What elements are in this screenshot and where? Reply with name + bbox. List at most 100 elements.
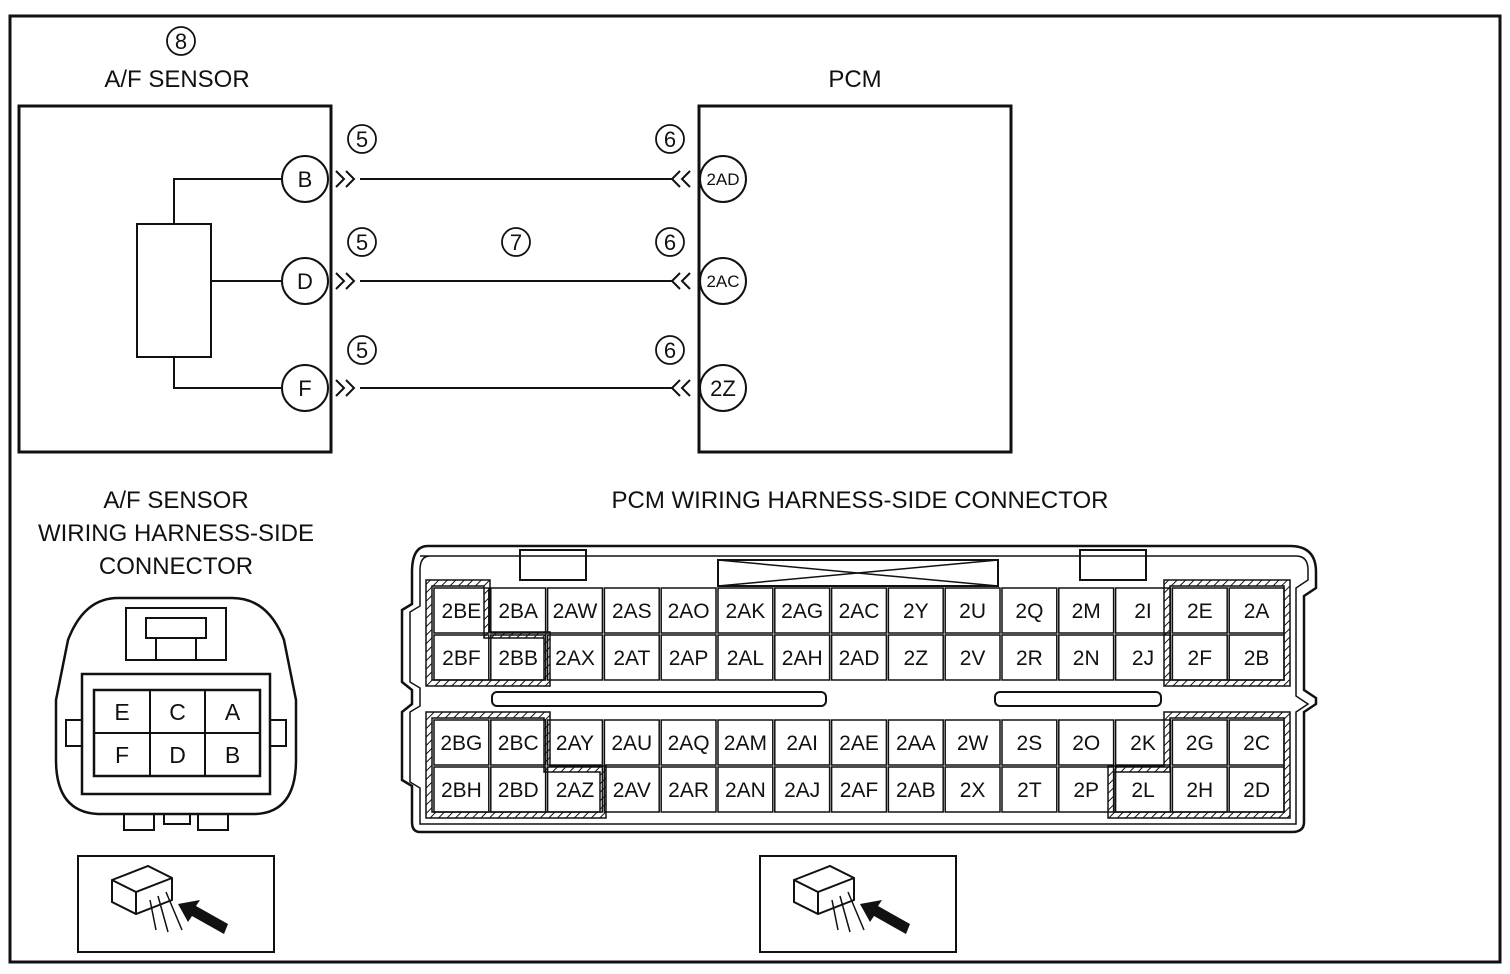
pcm-connector-pin-2ab: 2AB xyxy=(896,779,936,802)
af-connector-pin-a: A xyxy=(225,699,241,725)
af-connector-title-1: A/F SENSOR xyxy=(103,487,248,514)
pcm-connector-cell xyxy=(1001,766,1058,813)
pcm-connector-cell xyxy=(1228,766,1285,813)
pcm-connector-pin-2ag: 2AG xyxy=(781,600,823,623)
pcm-connector-cell xyxy=(887,766,944,813)
sensor-ref-circle xyxy=(166,26,196,56)
pcm-connector-cell xyxy=(1171,634,1228,681)
pcm-connector-cell xyxy=(1114,766,1172,813)
pcm-connector-pin-2bg: 2BG xyxy=(440,732,482,755)
pcm-connector-pin-2k: 2K xyxy=(1130,732,1156,755)
pcm-connector-cell xyxy=(660,766,717,813)
pcm-connector-pin-2j: 2J xyxy=(1132,647,1154,670)
pcm-connector-pin-2af: 2AF xyxy=(840,779,879,802)
pcm-connector-pin-2e: 2E xyxy=(1187,600,1213,623)
pcm-box xyxy=(697,104,1013,454)
pcm-connector-pin-2s: 2S xyxy=(1017,732,1043,755)
pcm-connector-pin-2i: 2I xyxy=(1134,600,1152,623)
pcm-connector-cell xyxy=(1058,766,1115,813)
connector-view-arrow-icon xyxy=(77,855,275,953)
sensor-ref-number: 8 xyxy=(175,29,187,54)
pcm-connector-pin-2z: 2Z xyxy=(904,647,929,670)
pcm-connector-cell xyxy=(944,587,1001,634)
pcm-connector-pin-2ah: 2AH xyxy=(782,647,823,670)
pcm-connector-cell xyxy=(1228,587,1285,634)
pcm-connector-pin-2u: 2U xyxy=(959,600,986,623)
pcm-connector-pin-2a: 2A xyxy=(1244,600,1270,623)
pcm-connector-cell xyxy=(774,766,831,813)
pcm-connector-cell xyxy=(1114,587,1172,634)
pcm-connector-cell xyxy=(433,766,490,813)
pcm-connector-pin-2av: 2AV xyxy=(613,779,651,802)
pcm-pin-2ad-label: 2AD xyxy=(706,170,739,189)
af-connector-pin-c: C xyxy=(169,699,186,725)
ref-pcm-connector-3: 6 xyxy=(664,338,676,363)
pcm-connector-pin-2d: 2D xyxy=(1243,779,1270,802)
pcm-connector-pin-2ae: 2AE xyxy=(839,732,879,755)
af-connector-pin-f: F xyxy=(115,742,129,768)
pcm-connector-cell xyxy=(546,587,604,634)
pcm-connector-pin-2l: 2L xyxy=(1131,779,1154,802)
sensor-pin-f-label: F xyxy=(298,376,311,401)
ref-harness: 7 xyxy=(510,230,522,255)
pcm-connector-pin-2at: 2AT xyxy=(613,647,650,670)
pcm-connector-pin-2ak: 2AK xyxy=(726,600,766,623)
pcm-connector-pin-2v: 2V xyxy=(960,647,986,670)
pcm-connector-cell xyxy=(1228,719,1285,766)
pcm-connector-pin-2m: 2M xyxy=(1072,600,1101,623)
pcm-connector-pin-2y: 2Y xyxy=(903,600,929,623)
pcm-connector-cell xyxy=(603,634,660,681)
wire-reference-numbers: 5 5 5 6 6 6 7 xyxy=(347,124,685,365)
pcm-connector-cell xyxy=(1001,719,1058,766)
pcm-connector-cell xyxy=(603,719,660,766)
pcm-connector-pin-2bh: 2BH xyxy=(441,779,482,802)
pcm-connector-pin-2aj: 2AJ xyxy=(784,779,820,802)
pcm-connector-cell xyxy=(433,634,490,681)
af-connector-pin-b: B xyxy=(225,742,240,768)
sensor-title: A/F SENSOR xyxy=(104,66,249,93)
pcm-connector-cell xyxy=(717,634,774,681)
connector-view-arrow-icon xyxy=(759,855,957,953)
pcm-connector-cell xyxy=(603,766,660,813)
pcm-block: PCM 2AD 2AC 2Z xyxy=(697,66,1013,454)
pcm-connector-cell xyxy=(774,587,831,634)
pcm-connector-pin-2aw: 2AW xyxy=(553,600,598,623)
pcm-connector-pin-2n: 2N xyxy=(1073,647,1100,670)
pcm-connector-pin-2as: 2AS xyxy=(612,600,652,623)
ref-pcm-connector-1: 6 xyxy=(664,127,676,152)
pcm-connector-pin-2an: 2AN xyxy=(725,779,766,802)
pcm-connector-cell xyxy=(546,766,604,813)
sensor-element xyxy=(136,223,212,358)
pcm-connector-pin-2o: 2O xyxy=(1072,732,1100,755)
pcm-connector-cell xyxy=(660,719,717,766)
pcm-pin-2z-label: 2Z xyxy=(710,376,736,401)
pcm-connector-cell xyxy=(490,766,547,813)
pcm-connector-cell xyxy=(944,634,1001,681)
pcm-connector-cell xyxy=(1228,634,1285,681)
af-connector-view: A/F SENSOR WIRING HARNESS-SIDE CONNECTOR… xyxy=(38,487,314,831)
sensor-pin-d xyxy=(281,257,329,305)
pcm-connector-cell xyxy=(944,766,1001,813)
sensor-pin-b xyxy=(281,155,329,203)
pcm-connector-cell xyxy=(887,587,944,634)
pcm-connector-cell xyxy=(830,587,888,634)
pcm-connector-housing xyxy=(400,544,1318,834)
pcm-connector-pin-2f: 2F xyxy=(1188,647,1213,670)
pcm-connector-pin-2q: 2Q xyxy=(1015,600,1043,623)
ref-sensor-connector-2: 5 xyxy=(356,230,368,255)
pcm-connector-cell xyxy=(1058,719,1115,766)
pcm-connector-cell xyxy=(830,719,888,766)
pcm-connector-cell xyxy=(717,719,774,766)
pcm-connector-pin-2ai: 2AI xyxy=(786,732,818,755)
pcm-connector-cell xyxy=(1001,587,1058,634)
pcm-connector-pin-2t: 2T xyxy=(1017,779,1042,802)
pcm-connector-cell xyxy=(660,634,717,681)
pcm-pin-2ad xyxy=(699,155,747,203)
pcm-connector-cell xyxy=(433,587,490,634)
af-connector-title-2: WIRING HARNESS-SIDE xyxy=(38,520,314,547)
pcm-connector-pin-2ao: 2AO xyxy=(668,600,710,623)
wires xyxy=(335,170,691,397)
pcm-connector-pin-2p: 2P xyxy=(1073,779,1099,802)
